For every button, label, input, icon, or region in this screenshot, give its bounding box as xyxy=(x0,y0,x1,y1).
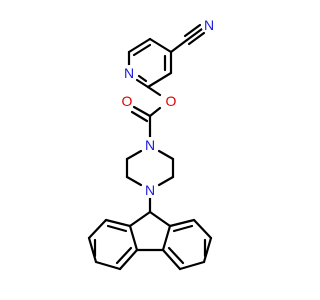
bond-fluorene-c9-left xyxy=(128,210,152,228)
bond-nitrile-3 xyxy=(183,23,202,38)
bond-nitrile-1 xyxy=(185,27,204,42)
bond-pyridine-c2-n1 xyxy=(135,78,150,89)
atom-bg-carbonyl-o xyxy=(119,93,135,109)
atom-label-nitrile-n: N xyxy=(204,17,214,33)
bond-carbonyl-double-2 xyxy=(130,110,149,123)
bond-pyridine-c5-c4 xyxy=(148,37,173,54)
bond-piperazine-4 xyxy=(125,175,143,187)
bond-pyridine-double-2 xyxy=(132,43,152,57)
atom-bg-nitrile-n xyxy=(201,17,217,33)
structure-canvas: N N O O N N xyxy=(87,17,217,271)
bond-left-benzene-1 xyxy=(128,224,139,252)
atom-bg-piperazine-n-top xyxy=(142,137,158,153)
bond-nitrile-2 xyxy=(187,31,206,46)
bond-carbonyl-double-1 xyxy=(132,105,152,118)
bond-left-benzene-4 xyxy=(87,236,98,264)
bond-fluorene-c9-right xyxy=(148,210,172,228)
bond-right-benzene-6 xyxy=(168,218,196,228)
bond-left-benzene-2 xyxy=(118,248,139,271)
bond-piperazine-6 xyxy=(125,149,143,161)
molecule-structure: N N O O N N xyxy=(87,17,217,271)
bond-piperazine-3 xyxy=(157,175,175,187)
bond-pyridine-double-3 xyxy=(137,74,148,83)
bond-pyridine-c3-c2 xyxy=(146,71,173,89)
atom-label-layer: N N O O N N xyxy=(119,17,217,198)
bond-right-benzene-5 xyxy=(192,218,213,240)
bond-pyridine-c6-c5 xyxy=(127,37,152,54)
bond-right-benzene-double-1 xyxy=(167,246,185,265)
bond-left-benzene-6 xyxy=(104,218,132,228)
bond-left-benzene-double-1 xyxy=(115,246,133,265)
atom-label-ester-o: O xyxy=(166,93,177,109)
atom-label-piperazine-n-bottom: N xyxy=(145,182,155,198)
bond-left-benzene-3 xyxy=(94,260,122,271)
bond-c2-to-ester-o xyxy=(146,85,162,97)
bond-right-benzene-double-3 xyxy=(172,224,194,233)
atom-bg-pyridine-n xyxy=(121,65,137,81)
bond-piperazine-1 xyxy=(157,149,175,161)
bond-left-benzene-5 xyxy=(87,218,108,240)
bond-right-benzene-4 xyxy=(202,236,213,264)
bond-layer xyxy=(87,23,213,271)
bond-right-benzene-2 xyxy=(161,248,182,271)
atom-label-carbonyl-o: O xyxy=(122,93,133,109)
bond-ester-o-to-carbonyl xyxy=(148,106,162,118)
atom-bg-ester-o xyxy=(163,93,179,109)
atom-bg-piperazine-n-bottom xyxy=(142,182,158,198)
atom-label-pyridine-n: N xyxy=(124,65,134,81)
bond-right-benzene-1 xyxy=(161,224,172,252)
bond-ring-to-nitrile xyxy=(169,38,189,54)
bond-left-benzene-double-3 xyxy=(106,224,128,233)
bond-right-benzene-3 xyxy=(178,260,206,271)
atom-label-piperazine-n-top: N xyxy=(145,137,155,153)
